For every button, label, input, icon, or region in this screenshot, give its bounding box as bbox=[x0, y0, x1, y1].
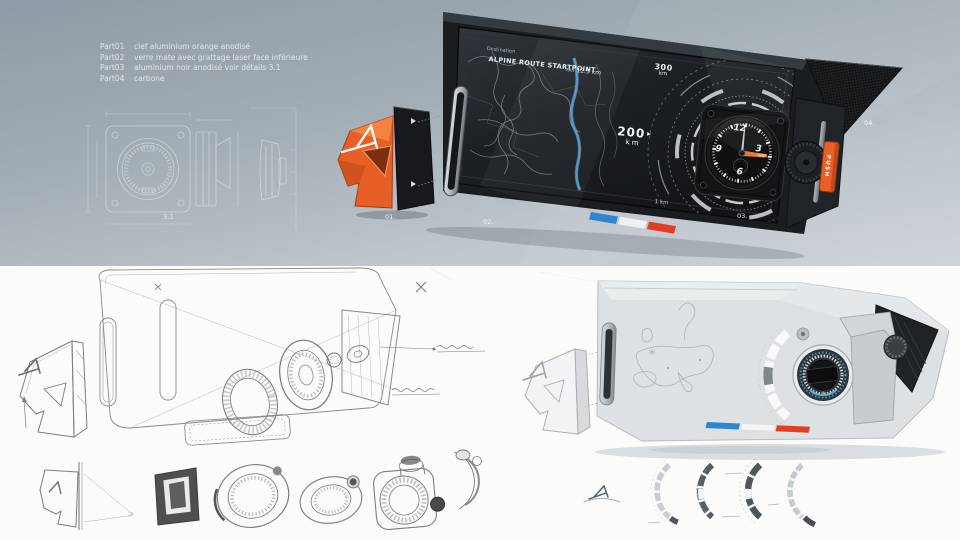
menu-arc-selected bbox=[763, 366, 774, 386]
clock-numeral-3: 3 bbox=[754, 144, 763, 155]
part-id: Part03 bbox=[100, 63, 125, 72]
part-id: Part04 bbox=[100, 73, 125, 83]
alpine-logo-message bbox=[583, 484, 621, 503]
alpine-logo-sketch bbox=[18, 357, 41, 376]
alpine-key-fob bbox=[337, 106, 441, 220]
part-id: Part02 bbox=[100, 52, 125, 62]
handwritten-note-scribble bbox=[436, 345, 474, 349]
drawing-ref-label: 3.1 bbox=[163, 213, 175, 221]
silver-rail bbox=[443, 85, 469, 197]
digital-window bbox=[806, 366, 839, 385]
part-desc: carbone bbox=[134, 73, 165, 83]
callout-02: 02. bbox=[483, 218, 494, 226]
callout-04: 04. bbox=[864, 119, 875, 127]
handwritten-note-scribble bbox=[391, 388, 435, 392]
map-scale-label: 1 km bbox=[654, 199, 669, 207]
europe-map bbox=[633, 302, 714, 392]
flag-stripe bbox=[589, 212, 676, 234]
mountain-peaks-icon: ∧∧∧ bbox=[565, 66, 574, 74]
parts-list-item: Part02 verre mate avec grattage laser fac… bbox=[100, 53, 308, 64]
part-id: Part01 bbox=[100, 42, 125, 51]
speed-pointer-icon: ▶ bbox=[646, 131, 652, 138]
route-line bbox=[570, 57, 581, 191]
panel-sketch bbox=[98, 267, 401, 446]
top-render-panel: Part01 clef aluminium orange anodisé Part… bbox=[0, 0, 960, 266]
part-desc: clef aluminium orange anodisé bbox=[134, 42, 251, 51]
map-display bbox=[464, 51, 795, 223]
clock-numeral-12: 12 bbox=[732, 123, 747, 135]
part-desc: verre mate avec grattage laser face infé… bbox=[134, 52, 308, 62]
push-knob bbox=[784, 121, 840, 203]
part-desc: aluminium noir anodisé voir détails 3.1 bbox=[134, 63, 281, 72]
callout-01: 01. bbox=[385, 213, 396, 221]
clock-numeral-9: 9 bbox=[714, 144, 723, 155]
light-gauge bbox=[792, 344, 854, 406]
bottom-sketch-panel: alpe circuit & clef LE MANS PHONE SETTIN… bbox=[0, 266, 960, 540]
top-artwork bbox=[85, 0, 960, 266]
callout-03: 03. bbox=[737, 212, 748, 220]
parts-list-item: Part03 aluminium noir anodisé voir détail… bbox=[100, 63, 308, 74]
fob-sketch bbox=[18, 340, 88, 438]
flag-stripe-light bbox=[705, 422, 810, 433]
clock-numeral-6: 6 bbox=[735, 167, 744, 178]
fob-outline-sketch bbox=[522, 348, 599, 435]
component-row-sketch bbox=[39, 449, 482, 531]
clock-gauge bbox=[694, 104, 791, 202]
range-readout: 300 km bbox=[654, 62, 673, 78]
parts-list: Part01 clef aluminium orange anodisé Part… bbox=[100, 42, 308, 84]
device-shadow bbox=[425, 226, 805, 260]
minute-hand bbox=[740, 128, 746, 156]
exploded-gauge-sketch bbox=[154, 281, 486, 436]
speed-readout: 200▶ km bbox=[616, 124, 652, 148]
alpine-logo bbox=[340, 123, 379, 154]
light-render bbox=[522, 280, 950, 460]
key-arrow-top-icon bbox=[411, 118, 416, 124]
technical-drawing bbox=[85, 107, 297, 230]
key-arrow-bottom-icon bbox=[411, 181, 416, 187]
bottom-artwork bbox=[18, 267, 950, 531]
parts-list-item: Part01 clef aluminium orange anodisé bbox=[100, 42, 308, 53]
parts-list-item: Part04 carbone bbox=[100, 74, 308, 85]
arc-state-diagrams bbox=[647, 458, 817, 528]
